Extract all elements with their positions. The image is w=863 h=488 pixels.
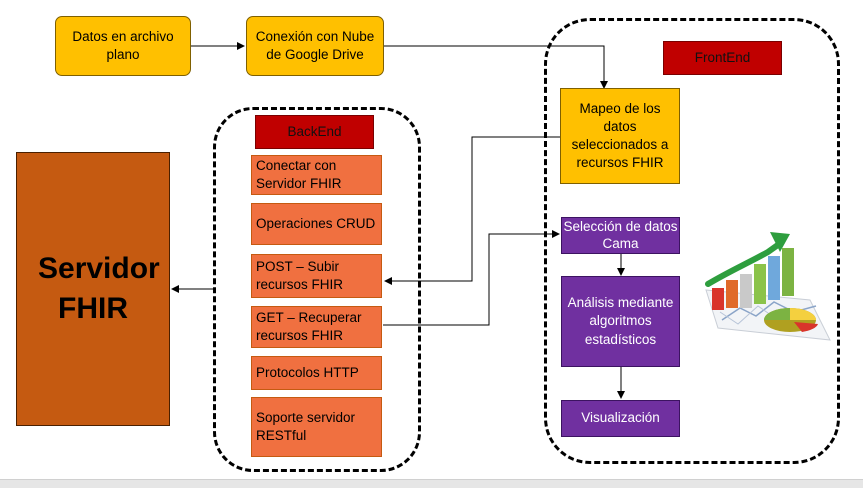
data-file-label: Datos en archivo plano: [72, 28, 174, 62]
selection-box: Selección de datos Cama: [561, 217, 680, 254]
backend-item-post: POST – Subir recursos FHIR: [251, 254, 382, 298]
frontend-title: FrontEnd: [694, 49, 751, 65]
analysis-box: Análisis mediante algoritmos estadístico…: [561, 276, 680, 367]
analysis-label: Análisis mediante algoritmos estadístico…: [567, 295, 674, 347]
backend-item-http: Protocolos HTTP: [251, 356, 382, 390]
frontend-title-box: FrontEnd: [663, 41, 782, 75]
cloud-connection-box: Conexión con Nube de Google Drive: [246, 16, 384, 76]
mapping-box: Mapeo de los datos seleccionados a recur…: [560, 88, 680, 184]
backend-item-connect: Conectar con Servidor FHIR: [251, 155, 382, 195]
analytics-chart-icon: [705, 232, 831, 341]
visualization-box: Visualización: [561, 400, 680, 437]
arrow-cloud-to-mapping: [384, 45, 608, 89]
backend-item-get: GET – Recuperar recursos FHIR: [251, 306, 382, 348]
visualization-label: Visualización: [581, 410, 660, 426]
mapping-label: Mapeo de los datos seleccionados a recur…: [571, 100, 669, 171]
backend-title: BackEnd: [287, 123, 342, 139]
cloud-connection-label: Conexión con Nube de Google Drive: [255, 28, 375, 62]
fhir-server-label: Servidor FHIR: [38, 251, 160, 326]
selection-label: Selección de datos Cama: [563, 218, 678, 251]
fhir-server-box: Servidor FHIR: [16, 152, 170, 426]
backend-item-crud: Operaciones CRUD: [251, 203, 382, 245]
data-file-box: Datos en archivo plano: [55, 16, 191, 76]
arrow-get-to-selection: [383, 230, 560, 326]
bottom-scroll-strip: [0, 479, 863, 488]
arrow-mapping-to-post: [384, 136, 560, 285]
backend-title-box: BackEnd: [255, 115, 374, 149]
backend-item-restful: Soporte servidor RESTful: [251, 397, 382, 457]
frontend-container: [544, 18, 840, 464]
